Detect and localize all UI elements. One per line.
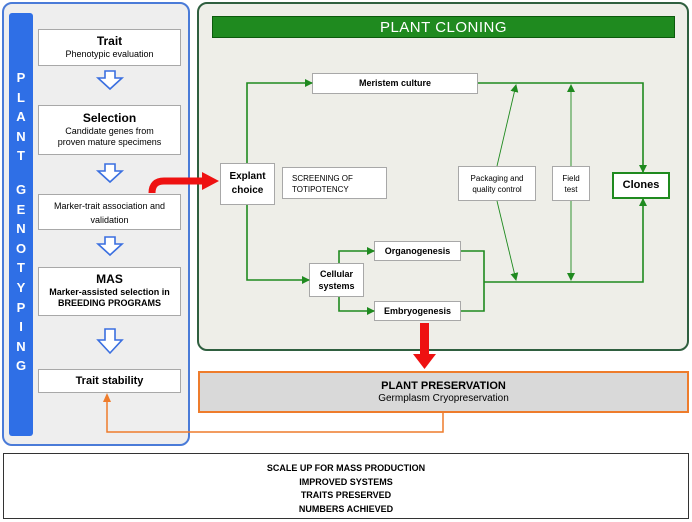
plant-preservation-box: PLANT PRESERVATION Germplasm Cryopreserv… [198,371,689,413]
side-label-letter: T [17,148,25,164]
explant-line1: Explant [229,171,266,182]
mas-box: MAS Marker-assisted selection in BREEDIN… [38,267,181,316]
screening-box: SCREENING OF TOTIPOTENCY [282,167,387,199]
clones-label: Clones [622,179,660,191]
trait-stability-box: Trait stability [38,369,181,393]
side-label-letter: A [16,109,26,125]
side-label-letter: T [17,260,25,276]
summary-box: SCALE UP FOR MASS PRODUCTION IMPROVED SY… [3,453,689,519]
side-label-letter: O [15,240,27,256]
side-label-letter: N [16,338,26,354]
packaging-line2: quality control [472,185,522,194]
side-label-letter: N [16,221,26,237]
side-label-letter: Y [16,279,26,295]
meristem-culture-box: Meristem culture [312,73,478,94]
summary-line1: SCALE UP FOR MASS PRODUCTION [266,463,426,473]
cellular-line2: systems [318,281,355,291]
mas-line1: Marker-assisted selection in [49,287,170,297]
explant-line2: choice [231,185,264,196]
summary-line4: NUMBERS ACHIEVED [298,503,394,514]
screening-line1: SCREENING OF [292,174,353,183]
summary-line2: IMPROVED SYSTEMS [299,476,393,487]
preservation-title: PLANT PRESERVATION [381,380,506,392]
explant-choice-box: Explant choice [220,163,275,205]
mas-line2: BREEDING PROGRAMS [57,298,161,308]
mas-title: MAS [96,272,123,286]
field-line1: Field [562,174,580,183]
summary-line3: TRAITS PRESERVED [300,490,392,500]
selection-line2: proven mature specimens [57,137,162,147]
side-label-letter: L [17,89,25,105]
embryogenesis-box: Embryogenesis [374,301,461,321]
trait-box: Trait Phenotypic evaluation [38,29,181,66]
cellular-systems-box: Cellular systems [309,263,364,297]
plant-cloning-title: PLANT CLONING [212,16,675,38]
plant-cloning-panel [197,2,689,351]
field-test-box: Field test [552,166,590,201]
organogenesis-box: Organogenesis [374,241,461,261]
trait-stability-label: Trait stability [75,375,144,387]
selection-line1: Candidate genes from [65,126,154,136]
red-down-arrow-icon [413,354,436,369]
embryogenesis-label: Embryogenesis [383,306,452,316]
field-line2: test [564,185,578,194]
side-label-letter: N [16,128,26,144]
side-label-letter: P [16,70,26,85]
marker-trait-box: Marker-trait association and validation [38,194,181,230]
side-label-letter: P [16,299,26,315]
side-label-letter: G [15,358,27,374]
side-label-letter: G [15,181,27,197]
selection-title: Selection [82,111,137,125]
organogenesis-label: Organogenesis [384,246,451,256]
packaging-box: Packaging and quality control [458,166,536,201]
trait-subtitle: Phenotypic evaluation [65,49,154,59]
marker-line2: validation [90,215,129,225]
cellular-line1: Cellular [319,269,353,279]
side-label-letter: E [16,201,26,217]
side-label-letter [9,166,33,180]
packaging-line1: Packaging and [470,174,524,183]
meristem-label: Meristem culture [358,78,432,88]
plant-genotyping-bar [9,13,33,436]
preservation-subtitle: Germplasm Cryopreservation [378,393,509,404]
trait-title: Trait [96,34,123,48]
screening-line2: TOTIPOTENCY [292,184,349,194]
selection-box: Selection Candidate genes from proven ma… [38,105,181,155]
side-label-letter: I [19,319,23,335]
clones-box: Clones [612,172,670,199]
marker-line1: Marker-trait association and [53,201,166,211]
